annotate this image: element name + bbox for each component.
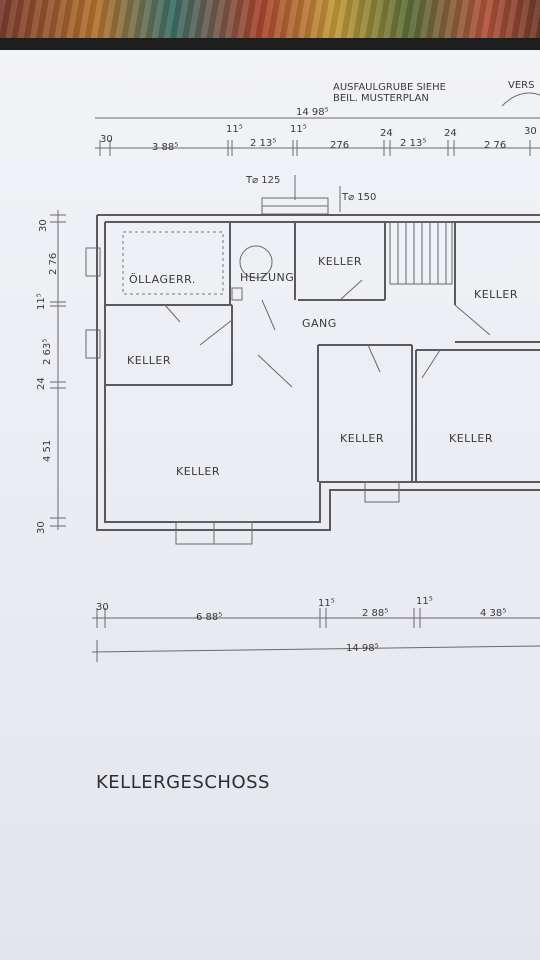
room-keller-left: KELLER <box>127 354 171 367</box>
top-dim-7: 24 <box>380 128 393 139</box>
bottom-dim-3: 11⁵ <box>318 598 335 609</box>
top-dim-ticks <box>99 140 531 156</box>
bottom-dim-6: 4 38⁵ <box>480 608 506 619</box>
left-dim-b: 2 76 <box>48 253 59 275</box>
note-corner: VERS <box>508 80 534 91</box>
left-dim-a: 30 <box>38 219 49 232</box>
left-dim-f: 4 51 <box>42 440 53 462</box>
interior-walls <box>105 222 540 482</box>
bottom-dim-4: 2 88⁵ <box>362 608 388 619</box>
bottom-dim-2: 6 88⁵ <box>196 612 222 623</box>
boiler-chimney <box>231 287 243 301</box>
top-dim-2: 3 88⁵ <box>152 142 178 153</box>
room-keller-large: KELLER <box>176 465 220 478</box>
left-dim-ticks <box>50 214 66 527</box>
top-dim-5: 11⁵ <box>290 124 307 135</box>
top-dim-1: 30 <box>100 134 113 145</box>
vent-label-1: T⌀ 125 <box>245 175 280 186</box>
window-left-2 <box>85 329 101 359</box>
note-line-2: BEIL. MUSTERPLAN <box>333 93 429 104</box>
left-dim-labels: 30 2 76 11⁵ 2 63⁵ 24 4 51 30 <box>36 219 59 534</box>
top-dim-11: 30 <box>524 126 537 137</box>
top-dim-8: 2 13⁵ <box>400 138 426 149</box>
room-hallway: GANG <box>302 317 337 330</box>
room-keller-right: KELLER <box>449 432 493 445</box>
bottom-total-dim: 14 98⁵ <box>346 643 379 654</box>
room-keller-center: KELLER <box>340 432 384 445</box>
boiler-symbol <box>239 245 273 279</box>
oil-tank-outline <box>122 231 224 295</box>
room-heating: HEIZUNG <box>240 271 294 284</box>
top-total-dim: 14 98⁵ <box>296 107 329 118</box>
room-keller-top: KELLER <box>318 255 362 268</box>
door-swings <box>164 279 491 388</box>
left-dim-d: 2 63⁵ <box>42 339 53 365</box>
top-dim-10: 2 76 <box>484 140 506 151</box>
top-dim-3: 11⁵ <box>226 124 243 135</box>
left-dim-c: 11⁵ <box>36 293 47 310</box>
bottom-dim-ticks <box>96 608 421 628</box>
bottom-dim-1: 30 <box>96 602 109 613</box>
top-dim-6: 276 <box>330 140 349 151</box>
plan-title: KELLERGESCHOSS <box>96 772 270 793</box>
bottom-total-dim-line <box>91 645 540 653</box>
corner-arc <box>501 92 540 107</box>
bottom-dim-5: 11⁵ <box>416 596 433 607</box>
left-dim-e: 24 <box>36 377 47 390</box>
room-keller-right-top: KELLER <box>474 288 518 301</box>
top-dim-4: 2 13⁵ <box>250 138 276 149</box>
window-bottom-right <box>364 481 400 503</box>
note-line-1: AUSFAULGRUBE SIEHE <box>333 82 446 93</box>
window-left-1 <box>85 247 101 277</box>
staircase <box>389 221 453 285</box>
vent-label-2: T⌀ 150 <box>341 192 376 203</box>
room-oil-storage: ÖLLAGERR. <box>129 273 196 286</box>
floor-plan-sheet <box>0 50 540 960</box>
top-dim-9: 24 <box>444 128 457 139</box>
left-dim-g: 30 <box>36 521 47 534</box>
